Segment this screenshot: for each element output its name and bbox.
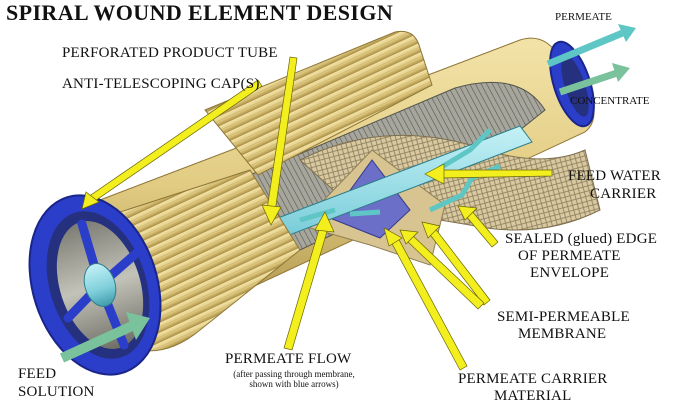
label-semi-permeable-line1: SEMI-PERMEABLE (497, 309, 630, 325)
anti-telescoping-cap-left (28, 194, 162, 376)
label-feed-solution-line2: SOLUTION (18, 384, 95, 400)
label-permeate-flow: PERMEATE FLOW (225, 351, 352, 367)
label-sealed-edge-line3: ENVELOPE (530, 265, 610, 281)
outer-wrap-flap (204, 30, 433, 176)
callout-arrows (81, 56, 553, 371)
label-permeate-flow-note-line2: shown with blue arrows) (249, 379, 339, 389)
label-feed-water-carrier-line2: CARRIER (590, 186, 657, 202)
outflow-arrows (546, 24, 636, 96)
label-sealed-edge-line1: SEALED (glued) EDGE (505, 231, 658, 247)
label-sealed-edge-line2: OF PERMEATE (518, 248, 621, 264)
label-permeate-carrier-line1: PERMEATE CARRIER (458, 371, 608, 387)
label-feed-solution-line1: FEED (18, 366, 57, 382)
label-perforated-product-tube: PERFORATED PRODUCT TUBE (62, 45, 278, 61)
label-permeate: PERMEATE (555, 11, 612, 23)
diagram-title: SPIRAL WOUND ELEMENT DESIGN (6, 0, 394, 25)
label-permeate-carrier-line2: MATERIAL (494, 388, 572, 404)
label-concentrate: CONCENTRATE (570, 95, 650, 107)
feed-inflow-arrow (59, 312, 150, 363)
label-semi-permeable-line2: MEMBRANE (518, 326, 607, 342)
label-anti-telescoping-caps: ANTI-TELESCOPING CAP(s) (62, 76, 260, 92)
label-permeate-flow-note-line1: (after passing through membrane, (233, 369, 355, 379)
label-feed-water-carrier-line1: FEED WATER (568, 168, 661, 184)
